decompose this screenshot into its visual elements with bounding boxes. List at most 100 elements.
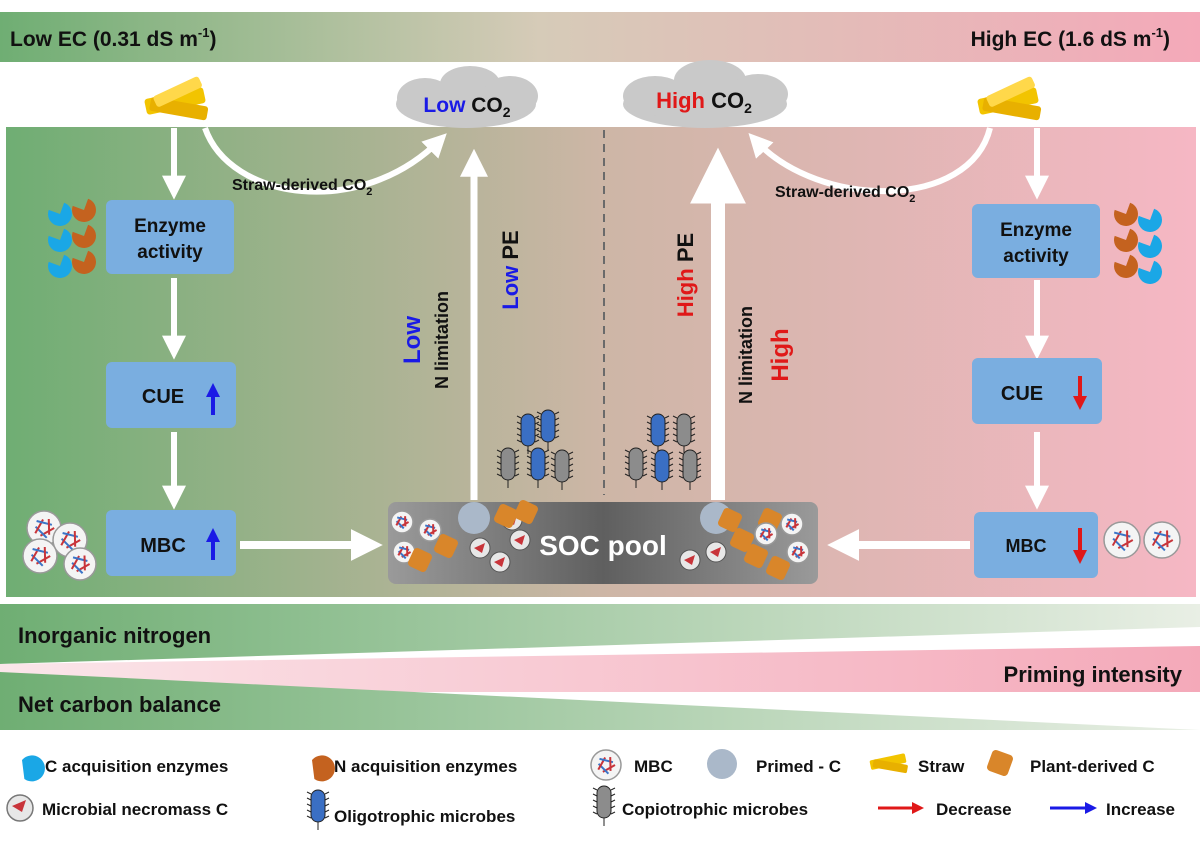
- increase-arrow-head: [206, 528, 220, 542]
- legend-decrease: Decrease: [936, 800, 1012, 819]
- low-ec-label: Low EC (0.31 dS m-1): [10, 25, 216, 51]
- mbc-icon: [1103, 521, 1141, 559]
- decrease-arrow-head: [1073, 396, 1087, 410]
- enzyme-activity-box-right: Enzyme activity: [972, 204, 1100, 278]
- increase-arrow-head: [206, 383, 220, 397]
- oligotrophic-microbe: [536, 409, 560, 450]
- mbc-icon: [754, 522, 778, 546]
- c-enzyme-icon: [48, 228, 72, 252]
- necromass-icon: [509, 529, 531, 551]
- straw-derived-co2-left: Straw-derived CO2: [232, 177, 372, 198]
- copiotrophic-microbe: [550, 449, 574, 490]
- high-pe-label: High PE: [673, 233, 698, 317]
- mbc-icon: [1143, 521, 1181, 559]
- straw-icon: [977, 76, 1042, 121]
- plant-c-icon: [434, 534, 458, 558]
- svg-text:High PE: High PE: [673, 233, 698, 317]
- mbc-icon: [418, 518, 442, 542]
- necromass-icon: [679, 549, 701, 571]
- svg-text:High: High: [767, 328, 794, 381]
- legend-straw: Straw: [918, 757, 965, 776]
- legend-oligotrophic: Oligotrophic microbes: [334, 807, 515, 826]
- straw-icon: [144, 76, 209, 121]
- n-enzyme-icon: [72, 224, 96, 248]
- oligotrophic-microbe: [650, 449, 674, 490]
- svg-text:activity: activity: [137, 242, 203, 263]
- high-co2-cloud: High CO2: [623, 60, 788, 128]
- mbc-icon: [392, 540, 416, 564]
- primed-c-icon: [707, 749, 737, 779]
- plant-c-icon: [494, 504, 518, 528]
- low-co2-label: Low CO2: [423, 94, 510, 120]
- decrease-arrow-head: [1073, 550, 1087, 564]
- n-enzyme-icon: [1114, 202, 1138, 226]
- high-ec-label: High EC (1.6 dS m-1): [971, 25, 1170, 51]
- flow-arrows: [162, 126, 1049, 561]
- mbc-icon: [390, 510, 414, 534]
- legend-increase: Increase: [1106, 800, 1175, 819]
- legend-n-enzymes: N acquisition enzymes: [334, 757, 517, 776]
- oligotrophic-icon: [306, 789, 330, 830]
- n-enzyme-icon: [72, 250, 96, 274]
- low-pe-label: Low PE: [498, 230, 523, 309]
- c-enzyme-icon: [1138, 260, 1162, 284]
- n-enzyme-icon: [1114, 228, 1138, 252]
- enzyme-activity-box-left: Enzyme activity: [106, 200, 234, 274]
- enzyme-cluster-left: [48, 198, 96, 278]
- mbc-box-left: MBC: [106, 510, 236, 576]
- copiotrophic-microbe: [672, 413, 696, 454]
- svg-text:Enzyme: Enzyme: [134, 216, 206, 237]
- high-co2-label: High CO2: [656, 88, 752, 116]
- plant-c-icon: [514, 500, 538, 524]
- enzyme-cluster-right: [1114, 202, 1162, 284]
- n-enzyme-icon: [1114, 254, 1138, 278]
- c-enzyme-icon: [22, 755, 45, 782]
- oligotrophic-icon: [306, 789, 330, 830]
- mbc-box-right: MBC: [974, 512, 1098, 578]
- plant-c-icon: [730, 528, 754, 552]
- legend-plant-c: Plant-derived C: [1030, 757, 1155, 776]
- plant-c-icon: [718, 508, 742, 532]
- necromass-icon: [489, 551, 511, 573]
- copiotrophic-microbe: [496, 447, 520, 488]
- c-enzyme-icon: [1138, 234, 1162, 258]
- n-enzyme-icon: [312, 755, 335, 782]
- plant-c-icon: [987, 750, 1013, 776]
- microbe-clusters: [496, 409, 702, 490]
- svg-text:MBC: MBC: [1006, 536, 1047, 556]
- low-n-limitation-label: Low N limitation: [399, 291, 452, 389]
- svg-text:N limitation: N limitation: [736, 306, 756, 404]
- copiotrophic-icon: [592, 785, 616, 826]
- n-enzyme-icon: [72, 198, 96, 222]
- copiotrophic-icon: [592, 785, 616, 826]
- oligotrophic-microbe: [516, 413, 540, 454]
- copiotrophic-microbe: [624, 447, 648, 488]
- plant-c-icon: [744, 544, 768, 568]
- cue-box-left: CUE: [106, 362, 236, 428]
- svg-text:CUE: CUE: [1001, 383, 1043, 405]
- plant-c-icon: [408, 548, 432, 572]
- necromass-icon-mark: [12, 800, 26, 812]
- high-n-limitation-label: N limitation High: [736, 306, 794, 404]
- net-carbon-balance-wedge: [0, 672, 1200, 730]
- inorganic-nitrogen-wedge: [0, 604, 1200, 664]
- mbc-cluster-left: [22, 510, 97, 581]
- net-carbon-balance-label: Net carbon balance: [18, 692, 221, 717]
- cue-box-right: CUE: [972, 358, 1102, 424]
- svg-text:Low PE: Low PE: [498, 230, 523, 309]
- svg-text:Low: Low: [399, 316, 426, 364]
- priming-intensity-label: Priming intensity: [1004, 662, 1183, 687]
- svg-text:CUE: CUE: [142, 386, 184, 408]
- increase-legend-arrow-head: [1085, 802, 1097, 814]
- arrow-straw-co2-right: [748, 127, 993, 195]
- primed-c-icon: [458, 502, 490, 534]
- mbc-icon: [22, 538, 58, 574]
- plant-c-icon: [766, 556, 790, 580]
- copiotrophic-microbe: [678, 449, 702, 490]
- necromass-icon: [469, 537, 491, 559]
- mbc-icon: [590, 749, 622, 781]
- legend-primed-c: Primed - C: [756, 757, 841, 776]
- arrow-straw-co2-left: [202, 126, 447, 195]
- c-enzyme-icon: [48, 254, 72, 278]
